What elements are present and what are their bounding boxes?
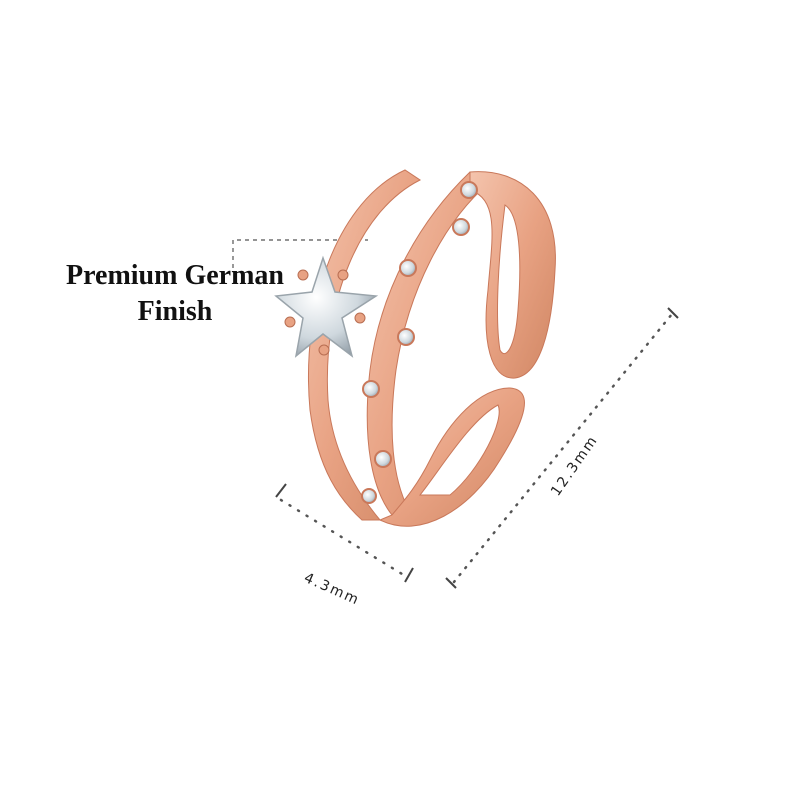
- stone: [374, 450, 392, 468]
- callout-leader-line: [232, 239, 368, 268]
- star-prongs: [284, 269, 366, 356]
- callout-line-1: Premium German: [66, 260, 284, 291]
- stone: [361, 488, 377, 504]
- width-dimension-line: [279, 498, 409, 579]
- callout-line-2: Finish: [137, 296, 213, 327]
- ring-lower-loop: [378, 387, 525, 527]
- stone: [399, 259, 417, 277]
- height-tick-top: [667, 307, 679, 319]
- stone: [452, 218, 470, 236]
- ring-upper-loop: [469, 171, 556, 379]
- small-stones: [361, 181, 478, 504]
- stone: [397, 328, 415, 346]
- star-stone: [274, 255, 379, 358]
- width-tick-left: [275, 483, 287, 498]
- finish-callout-label: Premium German Finish: [40, 258, 310, 330]
- width-tick-right: [404, 567, 414, 583]
- height-tick-bottom: [445, 577, 457, 589]
- stone: [362, 380, 380, 398]
- height-dimension-line: [452, 312, 674, 584]
- stone: [460, 181, 478, 199]
